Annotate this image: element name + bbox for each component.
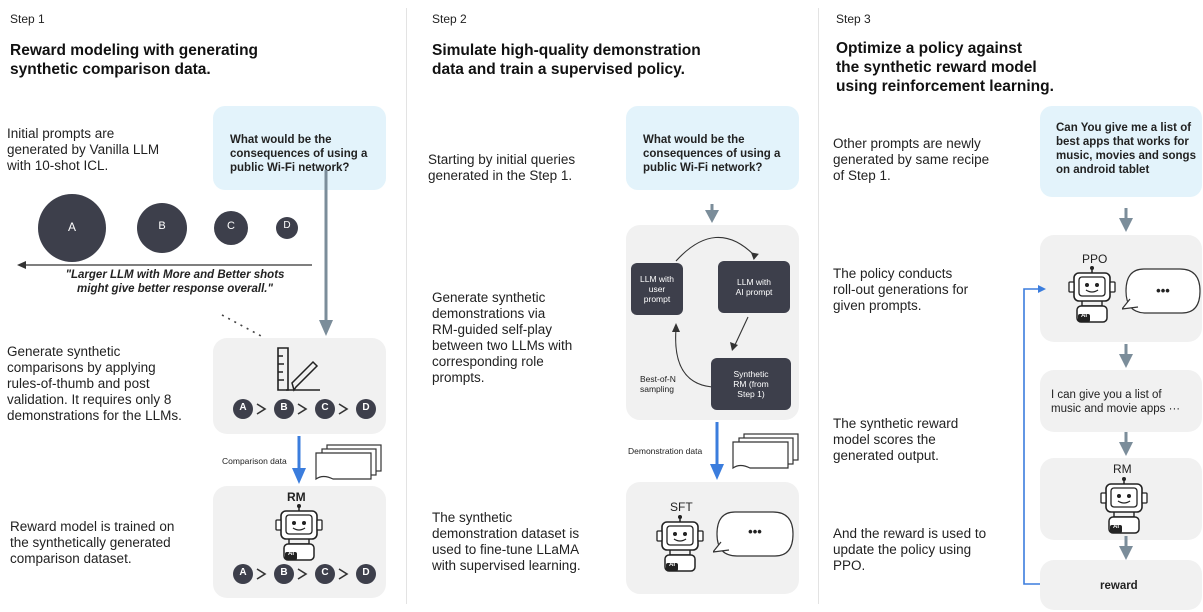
step3-reward-box bbox=[1040, 560, 1202, 610]
circle-c-label: C bbox=[227, 220, 235, 232]
circle-d bbox=[276, 217, 298, 239]
circle-c bbox=[214, 211, 248, 245]
ranking-b: B bbox=[280, 402, 288, 413]
rm-ranking-b: B bbox=[280, 567, 288, 578]
step1-rm-label: RM bbox=[287, 490, 306, 504]
rm-robot-icon bbox=[1100, 477, 1148, 534]
ppo-label: PPO bbox=[1082, 252, 1108, 266]
step3-arrow-1 bbox=[1119, 208, 1133, 232]
ppo-robot-icon bbox=[1068, 266, 1116, 323]
documents-icon bbox=[315, 444, 382, 481]
rm-robot-badge: AI bbox=[1113, 524, 1119, 530]
ranking-c: C bbox=[321, 402, 329, 413]
step1-label: Step 1 bbox=[10, 12, 45, 26]
circle-b-label: B bbox=[158, 220, 166, 232]
sft-bubble-dots: ••• bbox=[748, 524, 762, 539]
step2-title: Simulate high-quality demonstration data… bbox=[432, 42, 701, 78]
step1-circles bbox=[17, 194, 312, 338]
reward-label: reward bbox=[1100, 580, 1138, 592]
circle-b bbox=[137, 203, 187, 253]
step3-arrow-3 bbox=[1119, 432, 1133, 456]
demonstration-data-label: Demonstration data bbox=[628, 446, 703, 456]
ppo-speech-bubble-icon bbox=[1122, 268, 1201, 314]
rm-ranking-c: C bbox=[321, 567, 329, 578]
step1-ranking bbox=[232, 398, 382, 420]
step3-arrow-2 bbox=[1119, 344, 1133, 368]
step1-rm-ranking bbox=[232, 563, 382, 585]
dotted-connector bbox=[221, 314, 264, 338]
sft-label: SFT bbox=[670, 500, 693, 514]
robot-icon bbox=[275, 504, 323, 561]
divider-2 bbox=[818, 8, 819, 604]
demo-documents-icon bbox=[732, 433, 799, 470]
ruler-pencil-icon bbox=[277, 347, 320, 392]
step2-blue-arrow bbox=[710, 422, 724, 480]
rm-ranking-d: D bbox=[362, 567, 370, 578]
circle-a-label: A bbox=[67, 220, 76, 234]
sft-robot-badge: AI bbox=[669, 562, 675, 568]
ranking-a: A bbox=[239, 402, 247, 413]
selfplay-cycle-arrows bbox=[672, 236, 759, 388]
circle-a bbox=[38, 194, 106, 262]
step3-arrow-4 bbox=[1119, 536, 1133, 560]
step1-blue-arrow bbox=[292, 436, 306, 484]
ranking-d: D bbox=[362, 402, 370, 413]
step3-label: Step 3 bbox=[836, 12, 871, 26]
sft-speech-bubble-icon bbox=[713, 511, 794, 557]
sft-robot-icon bbox=[656, 515, 704, 572]
divider-1 bbox=[406, 8, 407, 604]
reward-feedback-loop bbox=[1023, 285, 1046, 585]
rm-ranking-a: A bbox=[239, 567, 247, 578]
step3-rm-label: RM bbox=[1113, 462, 1132, 476]
step2-arrow-down-1 bbox=[705, 204, 719, 223]
circle-d-label: D bbox=[283, 220, 291, 231]
step2-label: Step 2 bbox=[432, 12, 467, 26]
step1-title: Reward modeling with generating syntheti… bbox=[10, 42, 259, 78]
step1-arrow-down-1 bbox=[319, 170, 333, 336]
step3-title: Optimize a policy against the synthetic … bbox=[836, 40, 1054, 95]
ppo-robot-badge: AI bbox=[1081, 313, 1087, 319]
ppo-bubble-dots: ••• bbox=[1156, 283, 1170, 298]
comparison-data-label: Comparison data bbox=[222, 456, 287, 466]
robot-badge: AI bbox=[288, 551, 294, 557]
